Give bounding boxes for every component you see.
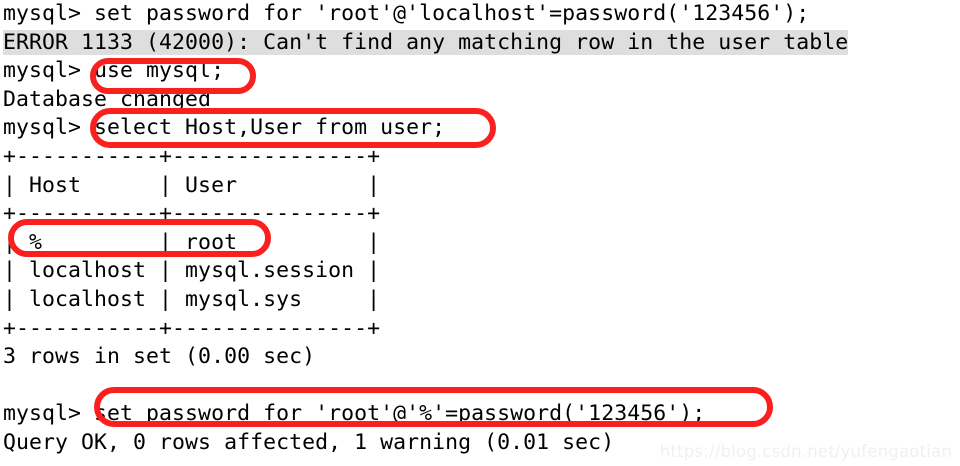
- line-text: +-----------+---------------+: [3, 143, 381, 169]
- line-text: mysql> select Host,User from user;: [3, 115, 446, 141]
- line-text: +-----------+---------------+: [3, 315, 381, 341]
- terminal-line-11: | localhost | mysql.sys |: [3, 286, 960, 315]
- line-text: mysql> set password for 'root'@'localhos…: [3, 1, 810, 26]
- terminal-line-10: | localhost | mysql.session |: [3, 257, 960, 286]
- terminal-line-15: mysql> set password for 'root'@'%'=passw…: [3, 400, 960, 429]
- line-text: +-----------+---------------+: [3, 201, 381, 227]
- terminal-line-16: Query OK, 0 rows affected, 1 warning (0.…: [3, 429, 960, 458]
- watermark-text: https://blog.csdn.net/yufengaotian: [659, 442, 952, 461]
- terminal-line-6: +-----------+---------------+: [3, 143, 960, 172]
- line-text: mysql> set password for 'root'@'%'=passw…: [3, 401, 706, 427]
- line-text: | Host | User |: [3, 172, 381, 198]
- terminal-line-14: [3, 372, 960, 401]
- terminal-line-9: | % | root |: [3, 229, 960, 258]
- line-text: | localhost | mysql.session |: [3, 258, 381, 284]
- terminal-line-2: ERROR 1133 (42000): Can't find any match…: [3, 29, 960, 58]
- line-text: Query OK, 0 rows affected, 1 warning (0.…: [3, 429, 615, 455]
- terminal-line-1: mysql> set password for 'root'@'localhos…: [3, 0, 960, 29]
- terminal-line-4: Database changed: [3, 86, 960, 115]
- terminal-line-5: mysql> select Host,User from user;: [3, 114, 960, 143]
- line-text: 3 rows in set (0.00 sec): [3, 344, 316, 370]
- line-text: | % | root |: [3, 229, 381, 255]
- terminal-line-8: +-----------+---------------+: [3, 200, 960, 229]
- terminal-line-13: 3 rows in set (0.00 sec): [3, 343, 960, 372]
- terminal-line-12: +-----------+---------------+: [3, 315, 960, 344]
- terminal-line-7: | Host | User |: [3, 172, 960, 201]
- line-text: | localhost | mysql.sys |: [3, 286, 381, 312]
- terminal-output[interactable]: mysql> set password for 'root'@'localhos…: [3, 0, 960, 466]
- terminal-line-3: mysql> use mysql;: [3, 57, 960, 86]
- line-text: mysql> use mysql;: [3, 58, 225, 84]
- line-text-highlighted: ERROR 1133 (42000): Can't find any match…: [3, 29, 849, 55]
- line-text: Database changed: [3, 86, 212, 112]
